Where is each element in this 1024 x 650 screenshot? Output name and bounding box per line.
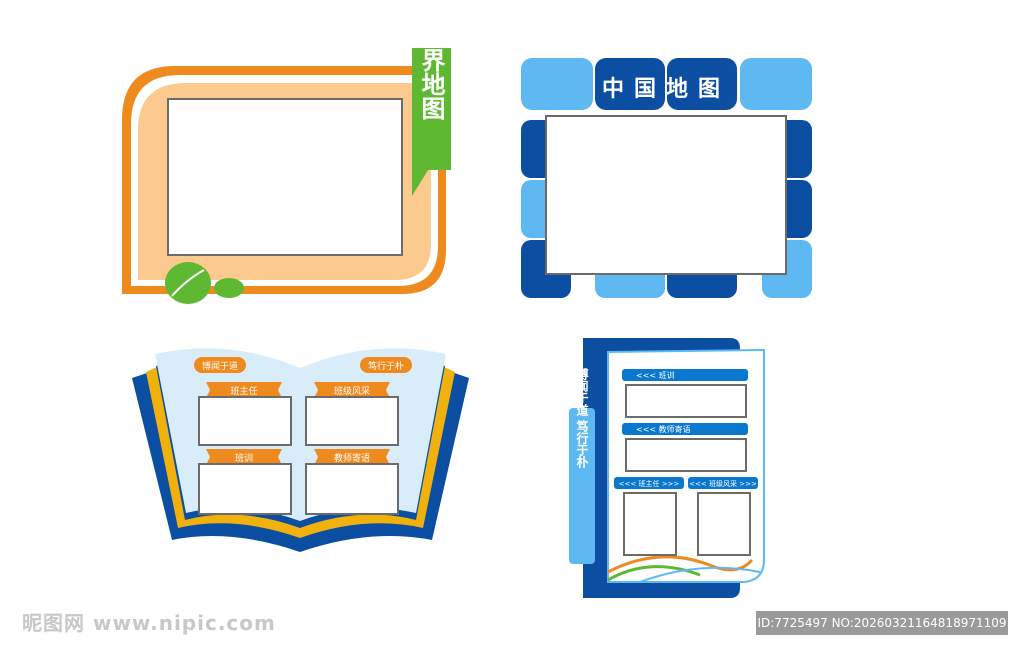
tile — [667, 58, 737, 110]
tile — [595, 58, 665, 110]
watermark-id: ID:7725497 NO:20260321164818971109 — [756, 611, 1008, 635]
panel-banner-text-2: <<< 教师寄语 — [636, 424, 691, 434]
panel-wave-blue — [639, 566, 761, 583]
book-frame — [198, 396, 292, 446]
ribbon-label-class-motto: 班训 — [235, 452, 253, 464]
book-header-right-text: 笃行于朴 — [368, 360, 404, 372]
world-map-picture-frame — [167, 98, 403, 256]
panel-banner-text-3: <<< 班主任 >>> — [619, 479, 680, 488]
panel-frame — [625, 438, 747, 472]
ribbon-label-class-style: 班级风采 — [334, 385, 370, 397]
china-map-title: 中国地图 — [602, 77, 730, 102]
world-map-title: 世界地图 — [417, 24, 445, 121]
book-header-left-text: 博闻于道 — [202, 360, 238, 372]
leaf-vein — [171, 269, 205, 297]
panel-frame — [625, 384, 747, 418]
tile — [521, 58, 593, 110]
panel-banner-text-4: <<< 班级风采 >>> — [689, 479, 757, 488]
panel-side-text: 博闻于道 笃行于朴 — [575, 366, 589, 468]
world-map-board: 世界地图 — [122, 24, 451, 304]
panel-side-pill — [569, 408, 595, 564]
leaf-icon — [165, 262, 211, 304]
tile — [740, 58, 812, 110]
ribbon-label-teacher-message: 教师寄语 — [334, 452, 370, 464]
panel-board: 博闻于道 笃行于朴 <<< 班训 <<< 教师寄语 <<< 班主任 >>> <<… — [569, 338, 765, 598]
watermark-logo: 昵图网 www.nipic.com — [22, 611, 276, 635]
book-frame — [198, 463, 292, 515]
ribbon — [314, 382, 390, 398]
book-header-right — [360, 357, 412, 373]
panel-frame — [697, 492, 751, 556]
world-map-title-tag — [412, 48, 451, 196]
panel-frame — [623, 492, 677, 556]
china-map-picture-frame — [545, 115, 787, 275]
panel-wave-green — [607, 565, 701, 582]
ribbon — [206, 449, 282, 465]
china-map-board: 中国地图 — [521, 58, 812, 298]
ribbon — [314, 449, 390, 465]
book-frame — [305, 463, 399, 515]
book-header-left — [194, 357, 246, 373]
panel-banner-text-1: <<< 班训 — [636, 370, 675, 380]
ribbon-label-head-teacher: 班主任 — [230, 385, 257, 397]
ribbon — [206, 382, 282, 398]
book-frame — [305, 396, 399, 446]
leaf-icon — [214, 278, 244, 298]
panel-banner — [622, 369, 748, 381]
panel-banner — [688, 477, 758, 489]
panel-banner — [614, 477, 684, 489]
book-board: 博闻于道 笃行于朴 班主任 班级风采 班训 教师寄语 — [132, 348, 469, 552]
panel-banner — [622, 423, 748, 435]
